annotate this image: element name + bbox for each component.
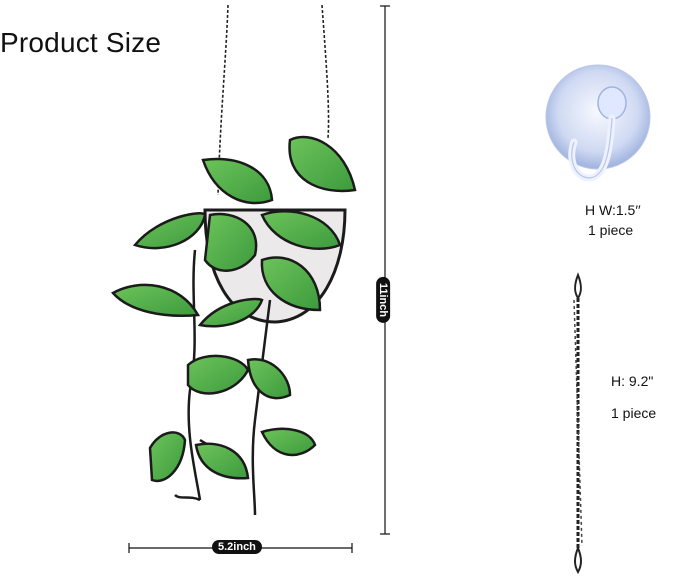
leaf <box>197 297 264 328</box>
height-label: 11inch <box>376 276 391 324</box>
leaf <box>111 283 201 317</box>
leaf <box>186 354 250 395</box>
hook-quantity-label: 1 piece <box>588 222 634 238</box>
hanging-chain <box>217 4 330 196</box>
leaf <box>132 212 207 250</box>
hook-size-label: H W:1.5′′ <box>585 202 641 218</box>
chain-image <box>573 272 583 575</box>
page-title: Product Size <box>0 27 162 58</box>
suction-hook-image <box>545 64 651 182</box>
leaves <box>111 135 357 483</box>
leaf <box>288 135 357 193</box>
leaf <box>260 256 322 312</box>
width-label: 5.2inch <box>212 540 262 554</box>
chain-size-label: H: 9.2" <box>611 373 654 389</box>
chain-quantity-label: 1 piece <box>611 405 657 421</box>
leaf <box>203 212 258 272</box>
height-dimension-line <box>380 5 390 535</box>
leaf <box>201 157 274 205</box>
leaf <box>260 210 342 250</box>
leaf <box>246 357 292 400</box>
leaf <box>148 431 187 483</box>
leaf <box>260 427 317 457</box>
leaf <box>194 442 250 480</box>
